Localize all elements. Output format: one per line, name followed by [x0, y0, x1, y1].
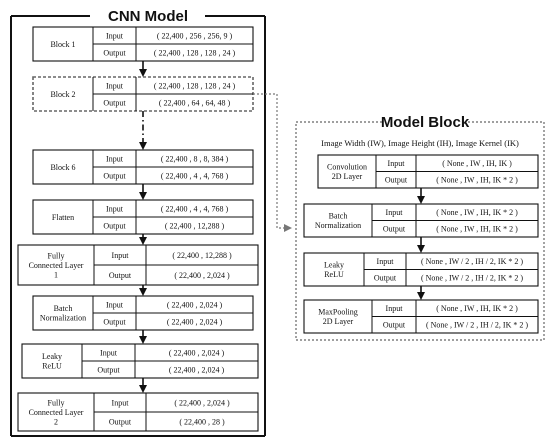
model-block-name: ReLU — [324, 270, 344, 279]
cnn-input-shape: ( 22,400 , 256 , 256, 9 ) — [157, 31, 233, 40]
block2-to-model-connector — [253, 93, 292, 232]
cnn-model-frame: CNN Model — [10, 8, 266, 437]
cnn-block-name: ReLU — [42, 362, 62, 371]
cnn-input-shape: ( 22,400 , 4 , 4, 768 ) — [161, 204, 229, 213]
model-input-shape: ( None , IW , IH, IK ) — [442, 159, 512, 168]
output-label: Output — [383, 225, 406, 234]
cnn-block-name: Block 1 — [50, 40, 75, 49]
model-block-name: Normalization — [315, 221, 361, 230]
input-label: Input — [377, 257, 395, 266]
cnn-output-shape: ( 22,400 , 64 , 64, 48 ) — [159, 98, 231, 107]
cnn-block-name: 2 — [54, 417, 58, 426]
model-output-shape: ( None , IW / 2 , IH / 2, IK * 2 ) — [426, 321, 528, 330]
input-label: Input — [106, 204, 124, 213]
model-input-shape: ( None , IW , IH, IK * 2 ) — [436, 208, 518, 217]
model-block-name: Batch — [329, 212, 348, 221]
model-block-title: Model Block — [381, 114, 470, 131]
model-block-frame: Model Block Image Width (IW), Image Heig… — [295, 112, 545, 341]
input-label: Input — [388, 159, 406, 168]
cnn-input-shape: ( 22,400 , 2,024 ) — [174, 398, 230, 407]
input-label: Input — [386, 208, 404, 217]
cnn-block-name: Block 6 — [50, 163, 75, 172]
model-output-shape: ( None , IW , IH, IK * 2 ) — [436, 176, 518, 185]
cnn-block-name: Connected Layer — [29, 261, 84, 270]
output-label: Output — [103, 48, 126, 57]
cnn-output-shape: ( 22,400 , 12,288 ) — [165, 221, 225, 230]
model-output-shape: ( None , IW / 2 , IH / 2, IK * 2 ) — [421, 274, 523, 283]
output-label: Output — [97, 365, 120, 374]
output-label: Output — [383, 321, 406, 330]
cnn-output-shape: ( 22,400 , 128 , 128 , 24 ) — [154, 48, 236, 57]
cnn-input-shape: ( 22,400 , 8 , 8, 384 ) — [161, 154, 229, 163]
input-label: Input — [112, 398, 130, 407]
cnn-model-title: CNN Model — [108, 8, 188, 25]
input-label: Input — [106, 81, 124, 90]
cnn-block-name: Connected Layer — [29, 408, 84, 417]
input-label: Input — [100, 348, 118, 357]
model-block-name: 2D Layer — [323, 317, 354, 326]
output-label: Output — [374, 274, 397, 283]
cnn-block-name: Batch — [54, 304, 73, 313]
input-label: Input — [106, 154, 124, 163]
input-label: Input — [386, 304, 404, 313]
cnn-block-name: Fully — [48, 398, 65, 407]
output-label: Output — [103, 317, 126, 326]
cnn-block-name: Normalization — [40, 314, 86, 323]
model-input-shape: ( None , IW / 2 , IH / 2, IK * 2 ) — [421, 257, 523, 266]
model-input-shape: ( None , IW , IH, IK * 2 ) — [436, 304, 518, 313]
cnn-block-name: Fully — [48, 251, 65, 260]
cnn-output-shape: ( 22,400 , 4 , 4, 768 ) — [161, 171, 229, 180]
cnn-block-name: Leaky — [42, 352, 62, 361]
cnn-input-shape: ( 22,400 , 128 , 128 , 24 ) — [154, 81, 236, 90]
output-label: Output — [103, 98, 126, 107]
model-output-shape: ( None , IW , IH, IK * 2 ) — [436, 225, 518, 234]
model-block-name: Leaky — [324, 261, 344, 270]
cnn-output-shape: ( 22,400 , 2,024 ) — [169, 365, 225, 374]
output-label: Output — [109, 417, 132, 426]
cnn-block-name: Block 2 — [50, 90, 75, 99]
cnn-block-name: Flatten — [52, 213, 74, 222]
cnn-output-shape: ( 22,400 , 2,024 ) — [174, 271, 230, 280]
cnn-input-shape: ( 22,400 , 12,288 ) — [172, 251, 232, 260]
output-label: Output — [103, 171, 126, 180]
cnn-input-shape: ( 22,400 , 2,024 ) — [167, 300, 223, 309]
model-block-subtitle: Image Width (IW), Image Height (IH), Ima… — [321, 138, 519, 148]
cnn-input-shape: ( 22,400 , 2,024 ) — [169, 348, 225, 357]
input-label: Input — [106, 300, 124, 309]
input-label: Input — [106, 31, 124, 40]
cnn-block-name: 1 — [54, 270, 58, 279]
cnn-output-shape: ( 22,400 , 28 ) — [179, 417, 225, 426]
model-block-name: Convolution — [327, 163, 367, 172]
model-block-name: 2D Layer — [332, 172, 363, 181]
output-label: Output — [109, 271, 132, 280]
model-block-name: MaxPooling — [318, 308, 358, 317]
output-label: Output — [103, 221, 126, 230]
input-label: Input — [112, 251, 130, 260]
cnn-output-shape: ( 22,400 , 2,024 ) — [167, 317, 223, 326]
output-label: Output — [385, 176, 408, 185]
